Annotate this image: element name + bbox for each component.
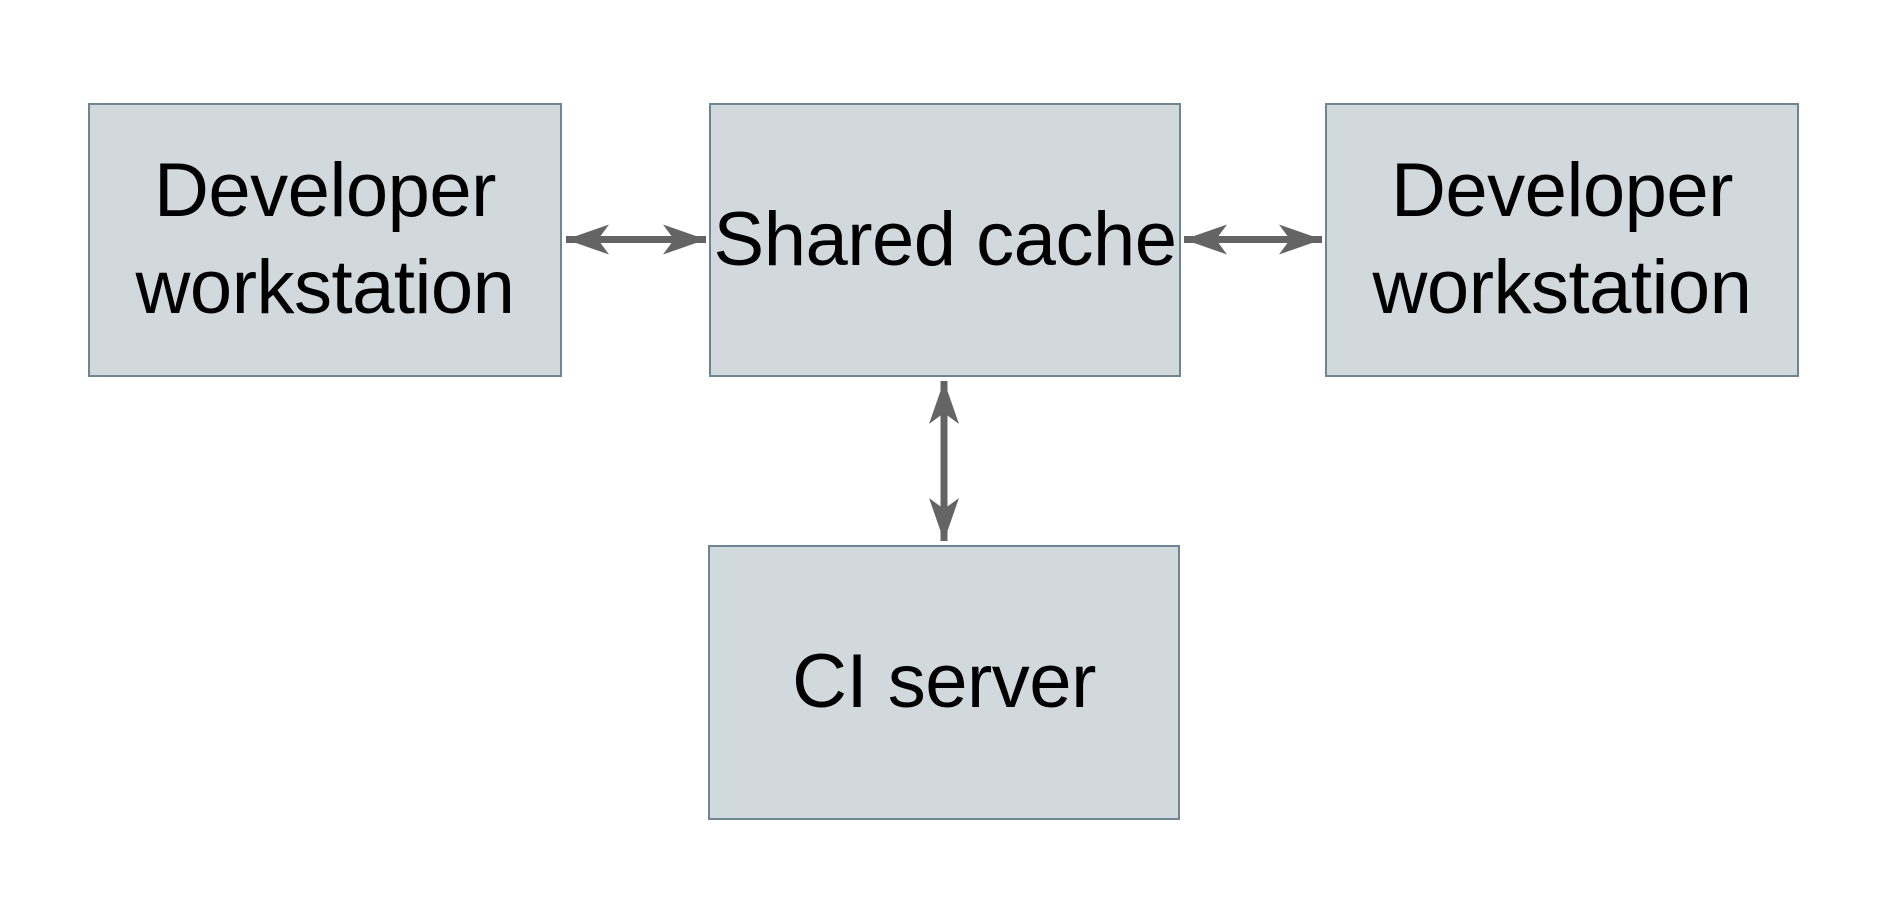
node-label: Shared cache [713, 196, 1178, 282]
node-developer-workstation-left: Developer workstation [88, 103, 562, 377]
node-label: CI server [792, 639, 1096, 725]
node-ci-server: CI server [708, 545, 1180, 820]
node-label: Developer workstation [1372, 148, 1752, 330]
node-label: Developer workstation [135, 148, 515, 330]
node-developer-workstation-right: Developer workstation [1325, 103, 1799, 377]
node-shared-cache: Shared cache [709, 103, 1181, 377]
